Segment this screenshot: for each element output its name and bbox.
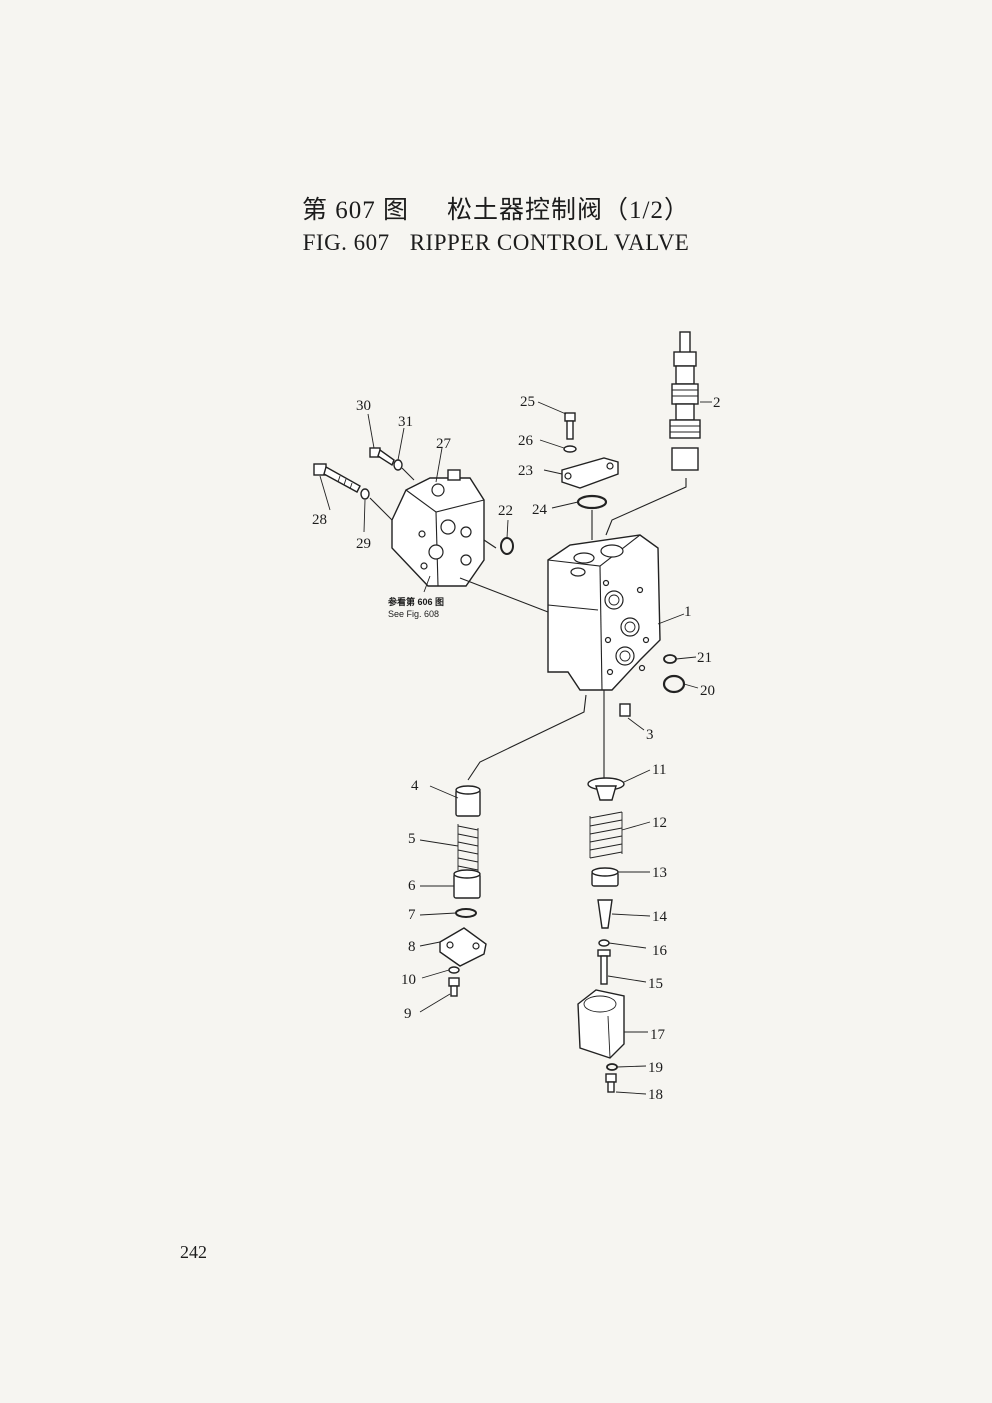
housing-part [391,469,485,587]
callout-label: 4 [411,778,419,794]
callout-label: 24 [532,502,548,518]
figure-number-cn: 第 607 图 [302,197,410,224]
callout-label: 1 [684,604,692,620]
callout-label: 21 [697,650,712,666]
sleeve-part [455,785,481,817]
spring-seat-part [591,867,619,887]
callout-label: 23 [518,463,533,479]
callout-label: 29 [356,536,371,552]
leader-lines [319,401,712,1095]
callout-label: 2 [713,395,721,411]
plug-part [619,703,631,717]
callout-label: 3 [646,727,654,743]
figure-title-english: FIG. 607 RIPPER CONTROL VALVE [0,230,992,256]
washer-part [393,459,403,471]
callout-label: 30 [356,398,371,414]
figure-title-en: RIPPER CONTROL VALVE [409,230,690,255]
bolt-part [369,447,395,467]
washer-part [563,445,577,453]
reference-note-cn: 参看第 606 图 [388,596,444,607]
callout-label: 16 [652,943,668,959]
callout-label: 20 [700,683,715,699]
callout-labels: 1 2 3 4 5 6 7 8 9 10 11 12 13 14 15 16 1… [312,394,721,1103]
cap-part [577,989,625,1059]
piston-part [453,869,481,899]
o-ring-part [455,908,477,918]
o-ring-part [606,1063,618,1071]
callout-label: 10 [401,972,416,988]
callout-label: 15 [648,976,663,992]
callout-label: 14 [652,909,668,925]
washer-part [360,488,370,500]
bolt-part [448,977,460,997]
callout-label: 8 [408,939,416,955]
plate-part [439,927,487,967]
washer-part [448,966,460,974]
o-ring-part [662,674,686,694]
callout-label: 19 [648,1060,663,1076]
callout-label: 18 [648,1087,663,1103]
callout-label: 25 [520,394,535,410]
bolt-part [564,412,576,440]
callout-label: 7 [408,907,416,923]
figure-number-en: FIG. 607 [302,230,390,255]
bolt-part [597,949,611,985]
poppet-part [597,899,613,929]
callout-label: 22 [498,503,513,519]
bolt-part [313,463,361,493]
callout-label: 12 [652,815,667,831]
page-number: 242 [180,1242,207,1262]
reference-note-en: See Fig. 608 [388,609,439,619]
callout-label: 5 [408,831,416,847]
callout-label: 27 [436,436,452,452]
spring-part [589,811,623,859]
callout-label: 31 [398,414,413,430]
callout-label: 17 [650,1027,666,1043]
figure-title-cn: 松土器控制阀（1/2） [447,197,690,224]
callout-label: 9 [404,1006,412,1022]
callout-label: 28 [312,512,327,528]
figure-title-block: 第 607 图 松土器控制阀（1/2） FIG. 607 RIPPER CONTRO… [0,190,992,256]
spring-part [457,824,479,872]
callout-label: 6 [408,878,416,894]
o-ring-part [500,537,514,555]
o-ring-part [663,654,677,664]
figure-title-chinese: 第 607 图 松土器控制阀（1/2） [0,190,992,226]
washer-part [598,939,610,947]
callout-label: 26 [518,433,534,449]
spool-part [669,331,701,471]
cover-part [561,457,619,489]
o-ring-part [576,494,608,510]
bolt-part [605,1073,617,1093]
valve-body-part [547,534,661,691]
callout-label: 11 [652,762,666,778]
callout-label: 13 [652,865,667,881]
retainer-part [587,777,625,801]
